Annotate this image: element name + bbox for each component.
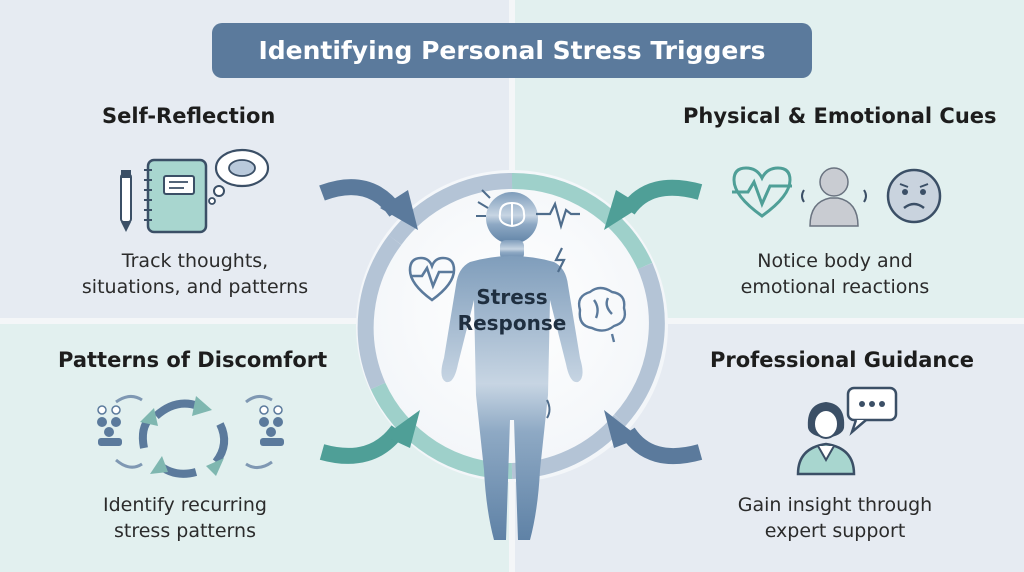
brain-icon — [577, 286, 627, 343]
desc-physical-emotional: Notice body and emotional reactions — [690, 248, 980, 300]
desc-patterns: Identify recurring stress patterns — [40, 492, 330, 544]
lightning-icon — [554, 247, 566, 273]
counselor-chat-icon — [796, 386, 898, 476]
people-group-right-icon — [259, 405, 284, 446]
desc-self-reflection: Track thoughts, situations, and patterns — [50, 248, 340, 300]
desc-patterns-line1: Identify recurring — [102, 494, 267, 516]
ecg-pulse-icon — [536, 200, 580, 230]
desc-self-reflection-line2: situations, and patterns — [81, 276, 309, 298]
center-label: Stress Response — [448, 284, 576, 336]
thought-bubble-icon — [208, 148, 270, 205]
desc-physical-emotional-line1: Notice body and — [757, 250, 913, 272]
human-body-icon — [441, 192, 583, 540]
desc-professional: Gain insight through expert support — [690, 492, 980, 544]
arrow-top-left — [319, 179, 418, 230]
arrow-bottom-left — [319, 410, 420, 464]
ring-arc-top-left — [388, 172, 513, 245]
center-label-line1: Stress — [476, 285, 548, 309]
heart-ecg-icon — [732, 166, 792, 218]
desc-self-reflection-line1: Track thoughts, — [121, 250, 269, 272]
ring-arc-left — [357, 235, 402, 390]
desc-professional-line1: Gain insight through — [737, 494, 933, 516]
ring-arc-right — [613, 262, 665, 426]
heading-professional: Professional Guidance — [710, 348, 975, 372]
center-label-line2: Response — [457, 311, 567, 335]
desc-physical-emotional-line2: emotional reactions — [740, 276, 930, 298]
cycle-arrows-icon — [97, 395, 284, 478]
tremor-icon — [546, 399, 551, 419]
heading-physical-emotional: Physical & Emotional Cues — [683, 104, 997, 128]
desc-patterns-line2: stress patterns — [114, 520, 256, 542]
head-brain-icon — [498, 201, 526, 228]
arrow-bottom-right — [604, 410, 703, 465]
worried-face-icon — [886, 168, 942, 224]
ring-arc-top-right — [511, 172, 653, 270]
speech-bubble-icon — [846, 386, 898, 436]
desc-professional-line2: expert support — [764, 520, 906, 542]
physical-cues-icons — [732, 166, 942, 227]
journal-pen-icon — [120, 148, 270, 234]
heart-pulse-icon — [408, 256, 456, 302]
upper-body-icon — [801, 167, 867, 227]
people-group-left-icon — [97, 405, 122, 446]
arrow-top-right — [604, 179, 703, 230]
heading-patterns: Patterns of Discomfort — [58, 348, 328, 372]
stress-rays-icon — [476, 189, 491, 217]
counselor-icon — [796, 402, 856, 476]
page-title: Identifying Personal Stress Triggers — [212, 23, 812, 78]
heading-self-reflection: Self-Reflection — [102, 104, 276, 128]
